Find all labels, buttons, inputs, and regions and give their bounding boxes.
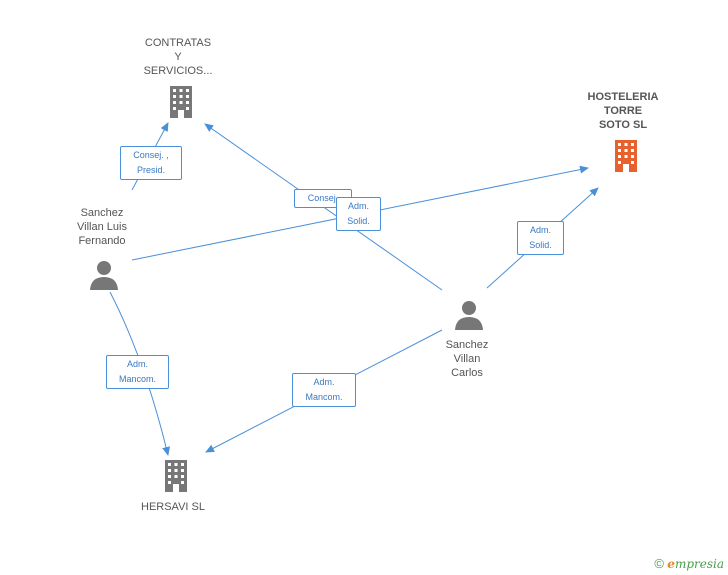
edge-label-consej-presid[interactable]: Consej. , Presid. xyxy=(120,146,182,180)
edge-label-adm-mancom[interactable]: Adm. Mancom. xyxy=(106,355,169,389)
edge-label-adm-mancom[interactable]: Adm. Mancom. xyxy=(292,373,356,407)
brand-logo-e: e xyxy=(667,557,675,571)
person-icon[interactable] xyxy=(89,260,119,290)
building-icon[interactable] xyxy=(613,140,639,172)
copyright-icon: © xyxy=(654,556,664,571)
node-label-contratas[interactable]: CONTRATAS Y SERVICIOS... xyxy=(143,37,213,77)
brand-logo-text: mpresia xyxy=(674,557,724,571)
node-label-hersavi[interactable]: HERSAVI SL xyxy=(141,501,205,513)
building-icon[interactable] xyxy=(168,86,194,118)
person-icon[interactable] xyxy=(454,300,484,330)
node-label-hosteleria[interactable]: HOSTELERIA TORRE SOTO SL xyxy=(587,91,659,131)
edge-label-adm-solid[interactable]: Adm. Solid. xyxy=(517,221,564,255)
edge-label-adm-solid[interactable]: Adm. Solid. xyxy=(336,197,381,231)
node-label-carlos[interactable]: Sanchez Villan Carlos xyxy=(445,339,489,379)
node-label-fernando[interactable]: Sanchez Villan Luis Fernando xyxy=(77,207,127,247)
brand-footer[interactable]: © empresia xyxy=(654,556,724,571)
building-icon[interactable] xyxy=(163,460,189,492)
